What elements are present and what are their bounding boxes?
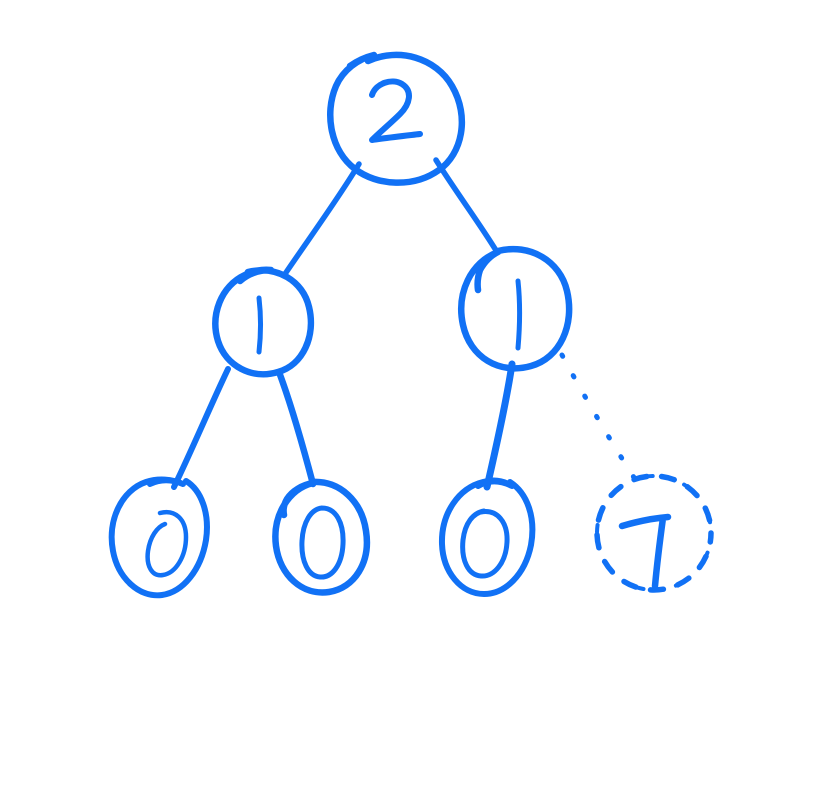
edge-left-child-to-leaf-a [171, 366, 231, 490]
node-ghost-dashed-circle-accent [595, 474, 713, 592]
node-root-outline [327, 51, 466, 186]
edge-layer [171, 157, 645, 493]
edge-right-child-to-leaf-c [483, 360, 516, 491]
edge-left-child-to-leaf-b [275, 368, 317, 488]
node-leaf-a-label-glyph [145, 509, 189, 578]
node-leaf-b[interactable] [272, 478, 371, 596]
node-right-child[interactable] [458, 245, 573, 372]
node-leaf-c-outline [438, 477, 536, 597]
node-ghost-outline [594, 473, 714, 593]
edge-root-to-left-child [282, 161, 362, 277]
node-left-child-label-glyph [256, 295, 263, 355]
edge-root-to-right-child [433, 157, 500, 255]
node-layer [108, 51, 714, 599]
node-left-child[interactable] [212, 266, 315, 378]
node-root-label-glyph [369, 78, 423, 143]
node-right-child-outline [458, 245, 573, 372]
node-leaf-a[interactable] [108, 476, 210, 599]
node-ghost[interactable] [594, 473, 714, 593]
node-leaf-b-outline [272, 478, 371, 596]
node-right-child-label-glyph [515, 278, 522, 351]
node-left-child-outline [212, 266, 315, 378]
node-leaf-c-label-glyph [460, 508, 510, 579]
edge-right-child-to-ghost-node [559, 352, 645, 493]
node-leaf-b-label-glyph [299, 505, 346, 580]
node-leaf-a-outline [108, 476, 210, 599]
node-ghost-label-glyph [618, 513, 672, 590]
node-leaf-c[interactable] [438, 477, 536, 597]
node-root[interactable] [327, 51, 466, 186]
